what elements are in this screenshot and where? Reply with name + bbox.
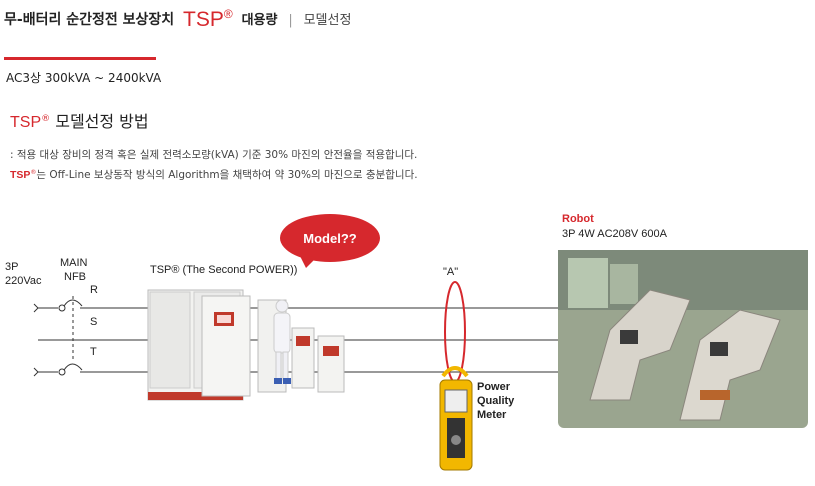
tsp-device-label: TSP® (The Second POWER)) (150, 264, 298, 276)
bubble-text-wrap: Model?? (303, 231, 356, 246)
description-line-2: TSP®는 Off-Line 보상동작 방식의 Algorithm을 채택하여 … (10, 169, 418, 181)
header-title: 무-배터리 순간정전 보상장치 (4, 12, 175, 28)
header-capacity: 대용량 (241, 13, 278, 28)
page-header: 무-배터리 순간정전 보상장치 TSP® 대용량 | 모델선정 (4, 7, 351, 32)
robot-photo (558, 250, 808, 428)
meter-label-power: Power (477, 381, 511, 393)
header-underline (4, 57, 156, 60)
header-brand: TSP® (183, 7, 233, 31)
description-line-1: : 적용 대상 장비의 정격 혹은 실제 전력소모량(kVA) 기준 30% 마… (10, 149, 418, 161)
meter-label-quality: Quality (477, 395, 515, 407)
source-arrows (33, 303, 39, 377)
nfb-label-main: MAIN (60, 257, 88, 269)
robot-title: Robot (562, 213, 594, 225)
source-phase-label: 3P (5, 261, 19, 273)
bubble-text: Model?? (303, 231, 356, 246)
phase-t-label: T (90, 346, 97, 358)
tsp-cabinets (147, 289, 345, 401)
source-voltage-label: 220Vac (5, 275, 42, 287)
nfb-label-nfb: NFB (64, 271, 86, 283)
meter-label-meter: Meter (477, 409, 507, 421)
phase-r-label: R (90, 284, 98, 296)
section-title: TSP® 모델선정 방법 (10, 112, 149, 131)
capacity-range: AC3상 300kVA ~ 2400kVA (6, 71, 162, 85)
robot-spec: 3P 4W AC208V 600A (562, 228, 667, 240)
phase-s-label: S (90, 316, 98, 328)
power-quality-meter-icon (439, 366, 473, 471)
header-separator: | (288, 13, 293, 28)
breadcrumb: 모델선정 (303, 13, 352, 28)
point-a-label: "A" (443, 266, 459, 278)
model-speech-bubble (280, 214, 380, 268)
